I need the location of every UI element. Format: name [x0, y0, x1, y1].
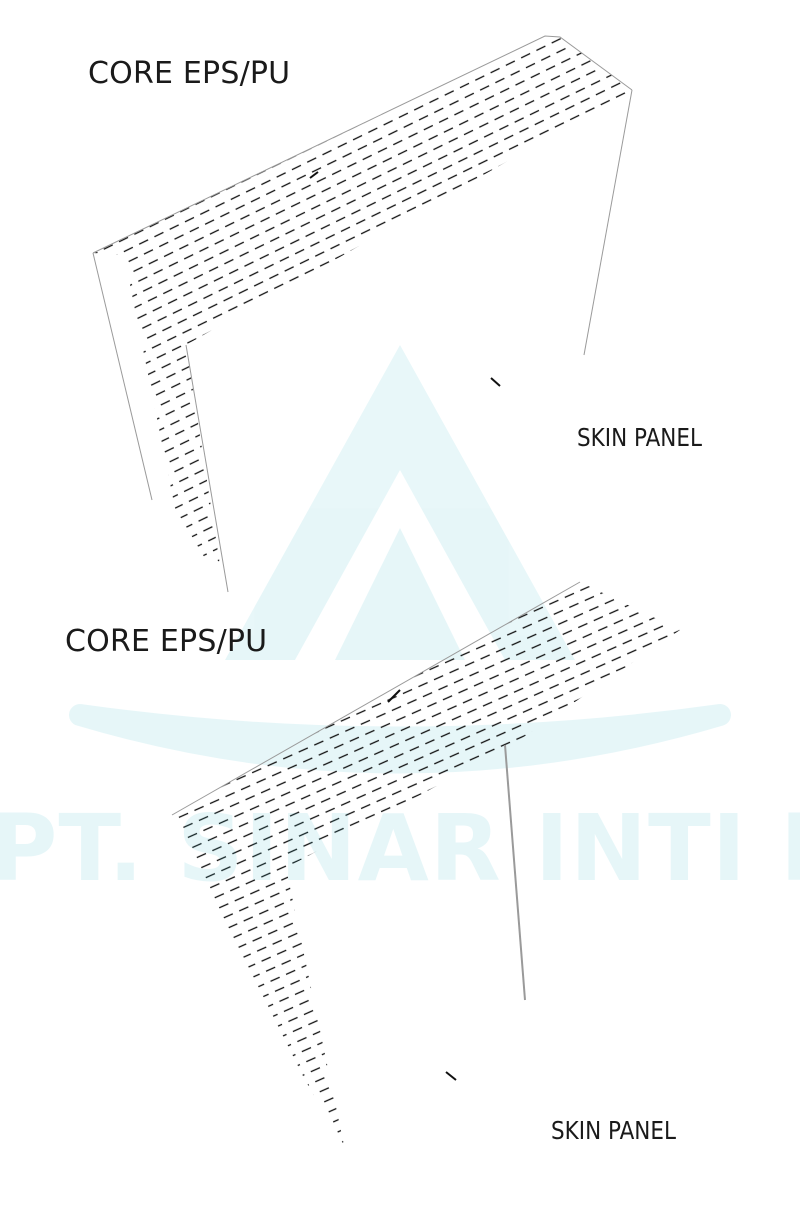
top-skin-right-edge [583, 89, 633, 356]
bottom-skin-right-edge [504, 744, 526, 1001]
bottom-leader-skin [445, 1071, 457, 1081]
top-skin-label: SKIN PANEL [577, 423, 702, 452]
bottom-skin-label: SKIN PANEL [551, 1116, 676, 1145]
top-leader-skin [490, 377, 501, 387]
bottom-corner-panel [171, 581, 680, 1150]
top-core-top-face [93, 36, 632, 565]
top-edge-line [92, 35, 633, 254]
top-leader-core [309, 171, 319, 179]
top-corner-panel [92, 35, 633, 593]
bottom-leader-core [387, 689, 401, 703]
top-core-label: CORE EPS/PU [88, 56, 291, 91]
bottom-core-label: CORE EPS/PU [65, 624, 268, 659]
top-core-inner-edge [185, 344, 229, 593]
watermark-text: PT. SINAR INTI PANEL [0, 795, 800, 902]
bottom-core-face [172, 582, 680, 1150]
bottom-edge-line [171, 581, 581, 816]
top-skin-left-edge [92, 252, 153, 501]
